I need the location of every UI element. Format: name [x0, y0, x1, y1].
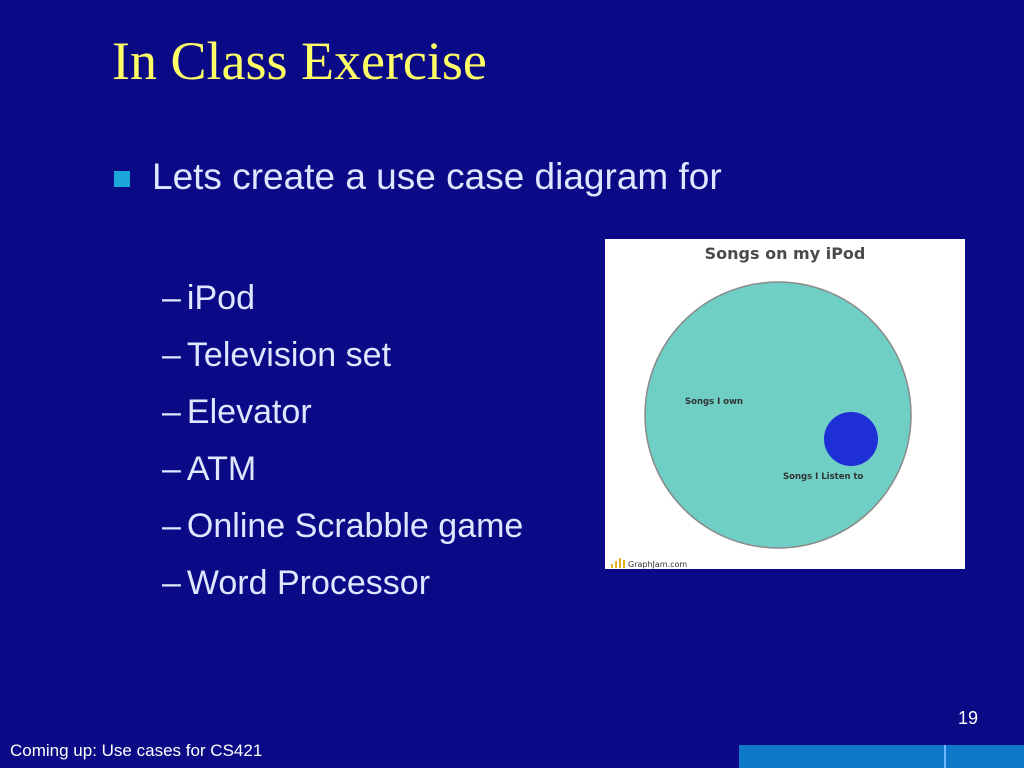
sub-item-ipod: –iPod	[162, 279, 255, 317]
sub-item-television-set: –Television set	[162, 336, 392, 374]
footer-bar-segment	[946, 745, 1024, 768]
diagram-title: Songs on my iPod	[705, 244, 866, 263]
graphjam-logo-icon	[611, 558, 625, 568]
main-bullet-text: Lets create a use case diagram for	[152, 156, 722, 197]
venn-diagram-svg: Songs on my iPod Songs I own Songs I Lis…	[611, 244, 912, 569]
sub-item-online-scrabble: –Online Scrabble game	[162, 507, 524, 545]
source-credit: GraphJam.com	[628, 560, 687, 569]
main-bullet: Lets create a use case diagram for	[114, 156, 722, 198]
footer-decoration-bar	[739, 745, 1024, 768]
sub-item-word-processor: –Word Processor	[162, 564, 431, 602]
sub-item-label: Elevator	[186, 393, 312, 431]
sub-item-label: Television set	[186, 336, 392, 374]
page-number: 19	[958, 708, 979, 728]
songs-i-listen-circle	[824, 412, 878, 466]
songs-i-own-circle	[644, 281, 912, 549]
footer-text: Coming up: Use cases for CS421	[10, 741, 263, 760]
songs-i-listen-label: Songs I Listen to	[783, 472, 864, 482]
square-bullet-icon	[114, 171, 130, 187]
sub-bullet-list: –iPod –Television set –Elevator –ATM –On…	[162, 276, 523, 618]
sub-item-label: Online Scrabble game	[186, 507, 524, 545]
venn-diagram-image: Songs on my iPod Songs I own Songs I Lis…	[605, 239, 965, 569]
songs-i-own-label: Songs I own	[685, 397, 743, 407]
sub-item-label: ATM	[186, 450, 257, 488]
sub-item-atm: –ATM	[162, 450, 257, 488]
slide-title: In Class Exercise	[112, 31, 487, 91]
sub-item-label: iPod	[186, 279, 255, 317]
footer-bar-segment	[739, 745, 946, 768]
sub-item-label: Word Processor	[186, 564, 431, 602]
sub-item-elevator: –Elevator	[162, 393, 312, 431]
